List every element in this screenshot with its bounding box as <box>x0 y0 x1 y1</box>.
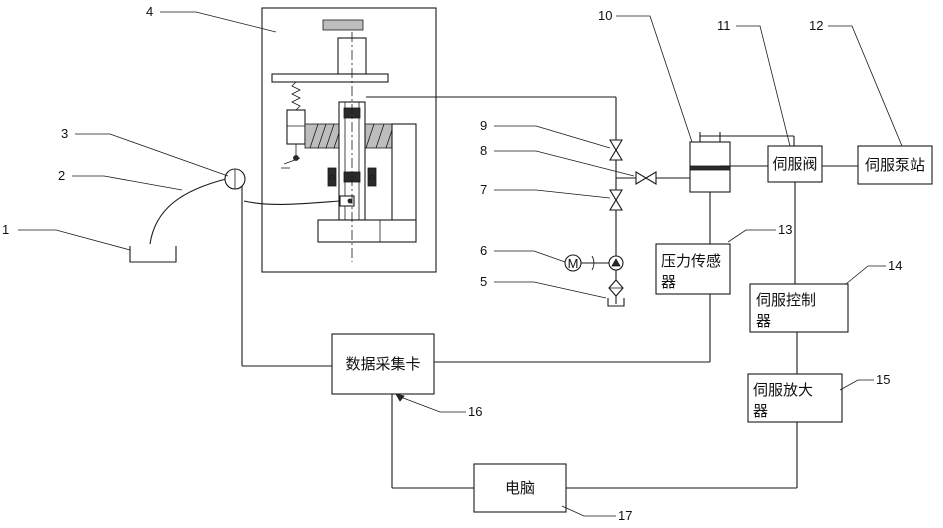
spring <box>292 82 300 110</box>
leader-5 <box>494 282 606 298</box>
inlet-tube <box>150 178 230 244</box>
press-base <box>318 220 416 242</box>
callout-7: 7 <box>480 182 487 197</box>
pressure-sensor-label-line2: 器 <box>661 273 676 291</box>
callout-4: 4 <box>146 4 153 19</box>
callout-5: 5 <box>480 274 487 289</box>
clamp-left <box>328 168 336 186</box>
callout-10: 10 <box>598 8 612 23</box>
leader-16 <box>398 396 466 412</box>
daq-card-label: 数据采集卡 <box>345 355 420 373</box>
leader-4 <box>160 12 276 32</box>
callout-6: 6 <box>480 243 487 258</box>
top-cap <box>323 20 363 30</box>
servo-amplifier-label-line1: 伺服放大 <box>753 381 813 399</box>
side-cylinder <box>287 110 305 144</box>
callout-13: 13 <box>778 222 792 237</box>
leader-3 <box>75 134 228 176</box>
callout-9: 9 <box>480 118 487 133</box>
callout-15: 15 <box>876 372 890 387</box>
leader-9 <box>494 126 610 148</box>
callout-1: 1 <box>2 222 9 237</box>
servo-controller-label-line2: 器 <box>756 312 771 330</box>
callout-3: 3 <box>61 126 68 141</box>
cross-plate <box>272 74 388 82</box>
servo-pump-station-label: 伺服泵站 <box>865 156 925 174</box>
leader-11 <box>736 26 790 146</box>
leader-13 <box>728 230 776 242</box>
valve-8 <box>636 172 646 184</box>
outlet-tube <box>244 201 340 204</box>
leader-1 <box>18 230 130 250</box>
pressure-sensor-label-line1: 压力传感 <box>661 252 721 270</box>
callouts: 1 2 3 4 5 6 7 8 9 10 11 12 13 <box>2 4 902 523</box>
leader-12 <box>828 26 902 146</box>
callout-17: 17 <box>618 508 632 523</box>
clamp-right <box>368 168 376 186</box>
leader-14 <box>846 266 886 284</box>
computer-label: 电脑 <box>505 479 535 497</box>
callout-11: 11 <box>717 18 731 33</box>
leader-10 <box>616 16 692 142</box>
hatched-block <box>305 124 343 148</box>
servo-controller-label-line1: 伺服控制 <box>756 291 816 309</box>
press-fixture <box>262 8 436 272</box>
valve-9 <box>610 140 622 150</box>
leader-15 <box>840 380 874 390</box>
callout-8: 8 <box>480 143 487 158</box>
callout-16: 16 <box>468 404 482 419</box>
callout-12: 12 <box>809 18 823 33</box>
callout-14: 14 <box>888 258 902 273</box>
leader-2 <box>72 176 182 190</box>
leader-17 <box>562 506 616 516</box>
right-column <box>392 124 416 220</box>
callout-2: 2 <box>58 168 65 183</box>
valve-7 <box>610 190 622 200</box>
reservoir <box>130 246 176 262</box>
motor-symbol: M <box>568 256 579 271</box>
servo-valve-label: 伺服阀 <box>772 155 817 173</box>
servo-amplifier-label-line2: 器 <box>753 402 768 420</box>
leader-7 <box>494 190 610 198</box>
leader-6 <box>494 251 565 262</box>
